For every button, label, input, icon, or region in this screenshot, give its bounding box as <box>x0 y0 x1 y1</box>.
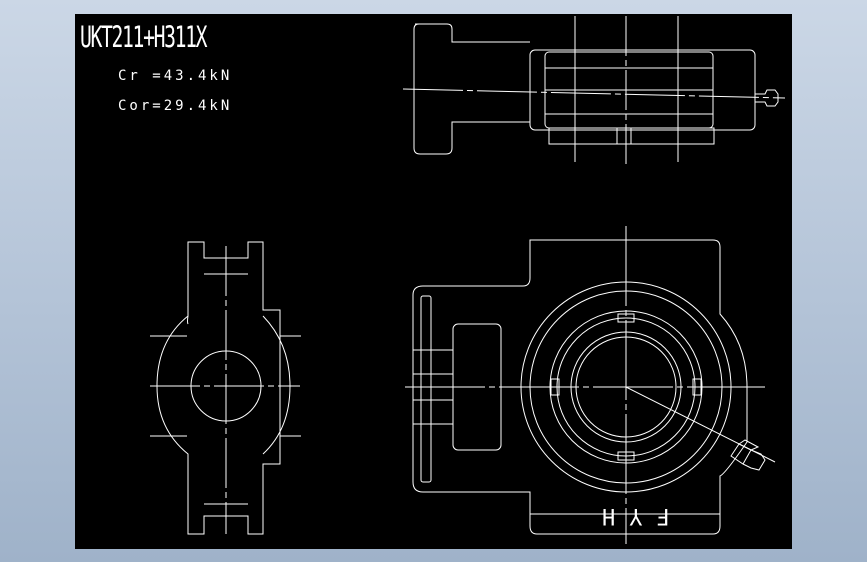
side-view-body-curve <box>187 315 291 455</box>
top-view <box>402 16 786 166</box>
front-view <box>405 226 776 544</box>
front-view-grease-fitting <box>730 439 766 471</box>
brand-mark: FYH <box>588 503 670 528</box>
static-load-rating: Cor=29.4kN <box>118 98 233 114</box>
side-view <box>150 241 301 535</box>
cad-drawing-canvas[interactable]: UKT211+H311X Cr =43.4kN Cor=29.4kN FYH <box>75 14 792 549</box>
side-view-outline <box>156 241 281 535</box>
top-view-housing-outer <box>529 49 756 131</box>
dynamic-load-rating: Cr =43.4kN <box>118 68 233 84</box>
top-view-centerline-h <box>402 88 786 99</box>
front-view-housing-outline <box>412 239 748 535</box>
top-view-arm <box>413 23 530 155</box>
drawing-title: UKT211+H311X <box>80 20 208 54</box>
front-view-slot-outer <box>420 295 432 483</box>
